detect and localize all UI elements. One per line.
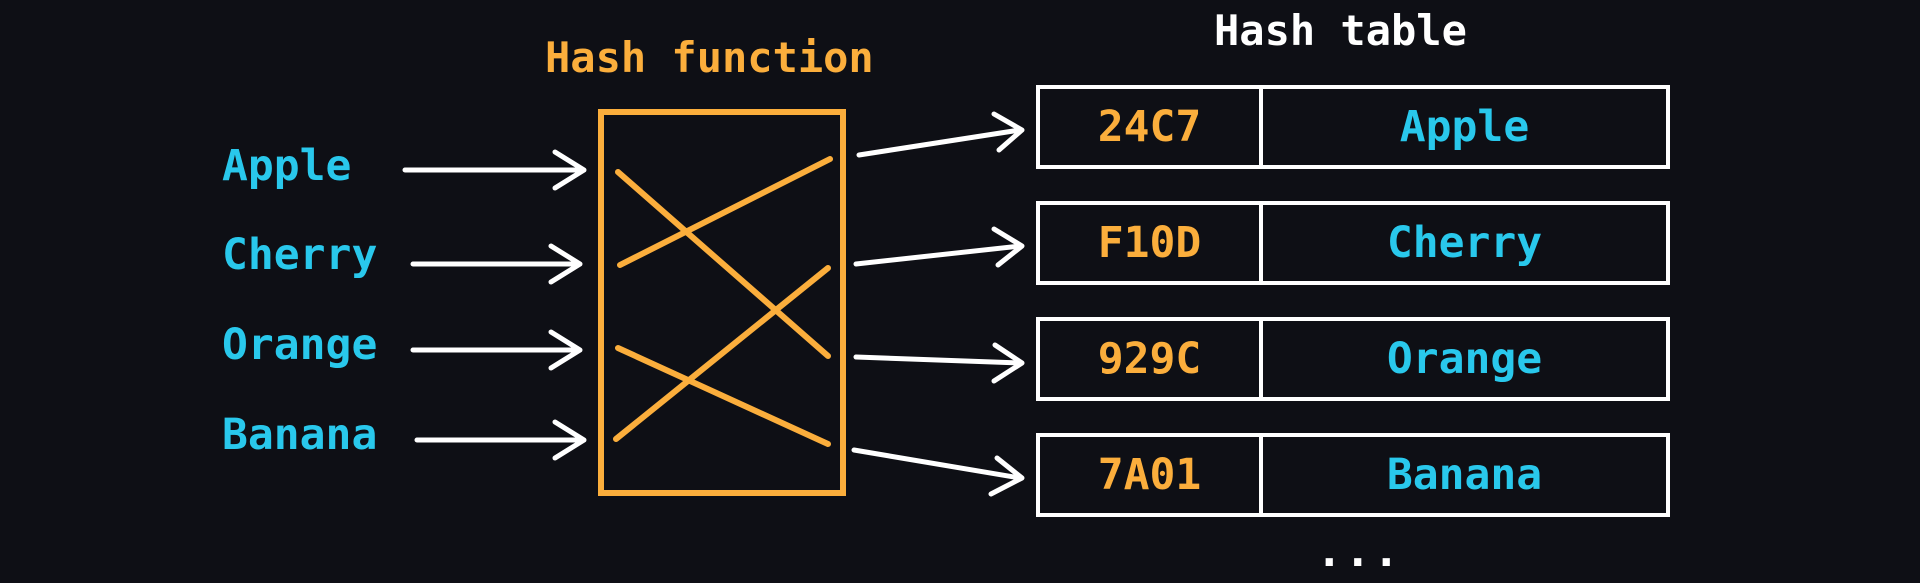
- arrow-output-cherry: [853, 226, 1025, 268]
- hash-table-title: Hash table: [1214, 6, 1467, 55]
- value-cell: Orange: [1386, 334, 1543, 384]
- arrow-input-banana: [414, 419, 587, 461]
- hash-mapping-lines: [613, 156, 833, 447]
- input-key-banana: Banana: [222, 410, 378, 460]
- more-rows-ellipsis: ...: [1316, 526, 1402, 577]
- hash-cell: 929C: [1040, 321, 1263, 397]
- hash-table-row: F10D Cherry: [1036, 201, 1670, 285]
- value-cell: Banana: [1386, 450, 1543, 500]
- arrow-input-apple: [402, 149, 587, 191]
- arrow-input-orange: [410, 329, 583, 371]
- input-key-cherry: Cherry: [222, 230, 378, 280]
- hash-cell: F10D: [1040, 205, 1263, 281]
- arrow-input-cherry: [410, 243, 583, 285]
- input-key-apple: Apple: [222, 141, 352, 191]
- input-key-orange: Orange: [222, 320, 378, 370]
- hash-cell: 24C7: [1040, 89, 1263, 165]
- input-arrows: [402, 149, 587, 461]
- hash-table-row: 7A01 Banana: [1036, 433, 1670, 517]
- hash-function-title: Hash function: [545, 33, 874, 82]
- output-arrows: [851, 111, 1025, 497]
- value-cell: Cherry: [1386, 218, 1543, 268]
- hash-table-row: 24C7 Apple: [1036, 85, 1670, 169]
- hash-function-box: [598, 109, 846, 496]
- arrow-output-orange: [853, 342, 1025, 384]
- hash-table-row: 929C Orange: [1036, 317, 1670, 401]
- mapping-line-apple: [615, 169, 831, 359]
- mapping-line-banana: [613, 265, 831, 442]
- arrow-output-banana: [851, 447, 1025, 497]
- mapping-line-cherry: [617, 156, 833, 268]
- hash-cell: 7A01: [1040, 437, 1263, 513]
- mapping-line-orange: [615, 345, 831, 447]
- arrow-output-apple: [856, 111, 1025, 158]
- value-cell: Apple: [1399, 102, 1530, 152]
